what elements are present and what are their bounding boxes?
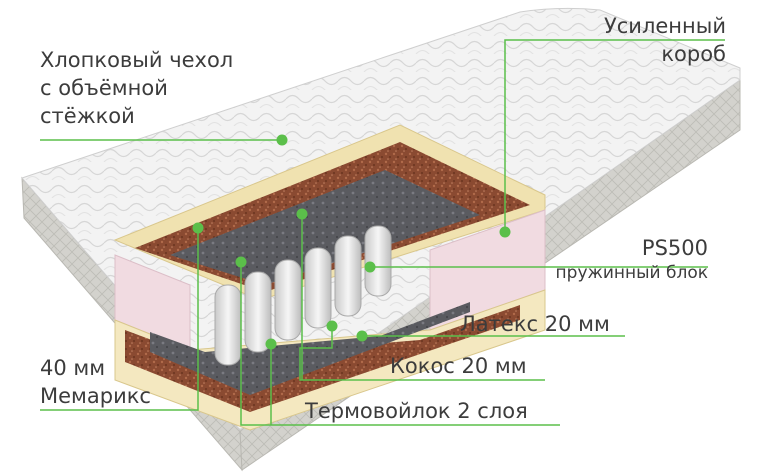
label-felt: Термовойлок 2 слоя: [305, 399, 528, 423]
callout-felt: [240, 262, 560, 426]
label-box: Усиленный короб: [604, 12, 726, 68]
spring: [334, 235, 362, 317]
label-cover: Хлопковый чехол с объёмной стёжкой: [40, 46, 233, 130]
dot-coconut: [326, 320, 338, 332]
dot-memorix: [192, 222, 204, 234]
label-cover-line1: Хлопковый чехол: [40, 48, 234, 72]
label-coconut: Кокос 20 мм: [390, 354, 527, 378]
dot-cover: [276, 134, 288, 146]
label-cover-line2: с объёмной: [40, 76, 168, 100]
label-latex: Латекс 20 мм: [460, 312, 610, 336]
label-memorix-line2: Мемарикс: [40, 384, 151, 408]
label-springs: PS500 пружинный блок: [556, 234, 708, 284]
dot-latex: [356, 330, 368, 342]
label-box-line2: короб: [661, 42, 726, 66]
spring: [214, 284, 242, 366]
label-cover-line3: стёжкой: [40, 104, 135, 128]
dot-springs: [364, 261, 376, 273]
dot-felt-2: [265, 338, 277, 350]
spring: [244, 271, 272, 353]
label-springs-sub: пружинный блок: [555, 263, 708, 283]
callout-coconut: [299, 326, 545, 381]
callout-memorix: [40, 228, 199, 411]
label-memorix: 40 мм Мемарикс: [40, 354, 151, 410]
label-memorix-line1: 40 мм: [40, 356, 106, 380]
label-springs-title: PS500: [641, 236, 708, 260]
felt-top: [170, 170, 480, 285]
callout-dots: [192, 134, 511, 350]
spring: [364, 225, 392, 297]
dot-box: [499, 226, 511, 238]
callouts: [40, 39, 725, 426]
spring-block: [214, 225, 392, 366]
callout-box: [504, 39, 725, 232]
dot-felt: [235, 256, 247, 268]
cutaway-section: [113, 124, 546, 431]
label-box-line1: Усиленный: [603, 14, 726, 38]
spring: [304, 247, 332, 329]
spring: [274, 259, 302, 341]
